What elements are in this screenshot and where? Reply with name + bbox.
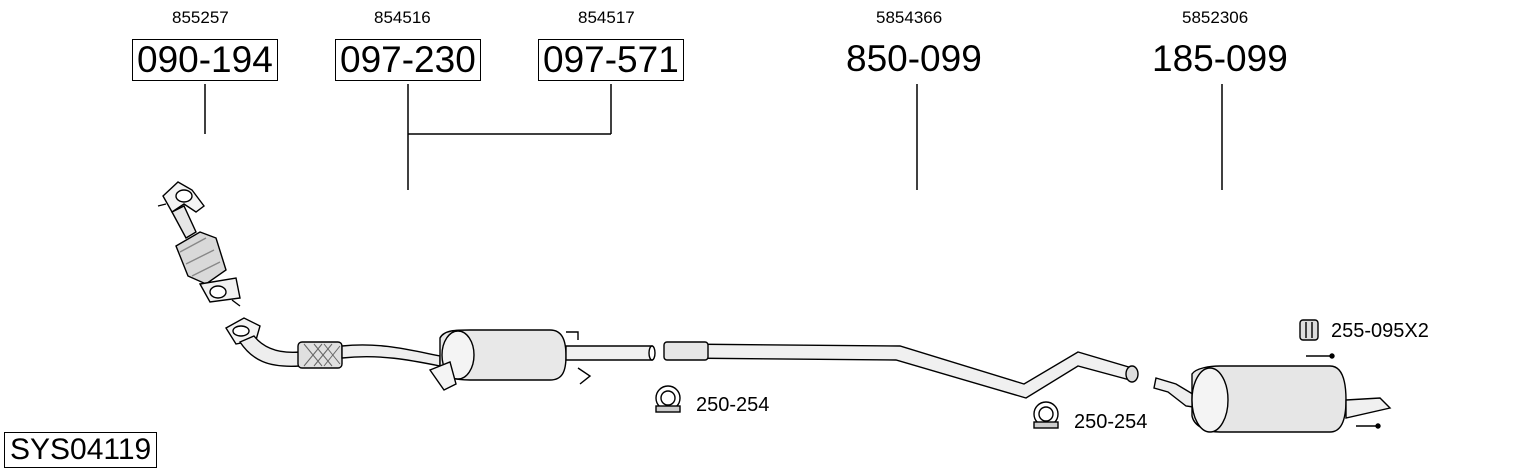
rear-silencer: [1153, 353, 1392, 433]
part-number-097-230[interactable]: 097-230: [335, 39, 481, 81]
catalytic-converter: [157, 181, 241, 307]
oe-number-854516: 854516: [374, 8, 431, 27]
part-number-090-194[interactable]: 090-194: [132, 39, 278, 81]
rubber-mount-icon: [1299, 319, 1319, 341]
clamp-label-1[interactable]: 250-254: [696, 394, 770, 416]
oe-number-854517: 854517: [578, 8, 635, 27]
rubber-mount-label[interactable]: 255-095X2: [1331, 320, 1429, 342]
part-number-850-099[interactable]: 850-099: [846, 38, 982, 79]
clamp-icon: [655, 385, 681, 413]
part-number-097-571[interactable]: 097-571: [538, 39, 684, 81]
part-number-185-099[interactable]: 185-099: [1152, 38, 1288, 79]
clamp-label-2[interactable]: 250-254: [1074, 411, 1148, 433]
front-pipe: [225, 317, 441, 369]
oe-number-5852306: 5852306: [1182, 8, 1249, 27]
oe-number-855257: 855257: [172, 8, 229, 27]
middle-silencer: [428, 329, 656, 391]
oe-number-5854366: 5854366: [876, 8, 943, 27]
intermediate-pipe: [663, 341, 1139, 399]
system-code: SYS04119: [4, 432, 158, 468]
clamp-icon: [1033, 401, 1059, 429]
